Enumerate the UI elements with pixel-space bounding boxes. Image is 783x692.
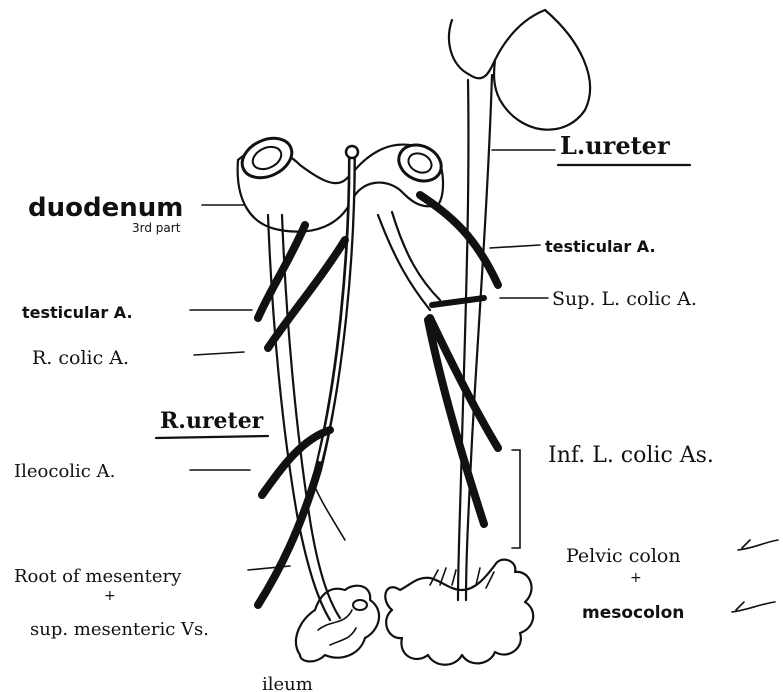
label-plus-1: +	[104, 588, 116, 604]
label-r-ureter: R.ureter	[160, 408, 264, 434]
inf-l-colic-artery-2	[428, 320, 484, 524]
label-pelvic-colon: Pelvic colon	[566, 545, 681, 567]
label-r-colic: R. colic A.	[32, 347, 129, 369]
r-colic-artery	[268, 240, 345, 348]
sma-twig	[312, 480, 345, 540]
inferior-mesenteric-trunk-2	[392, 212, 440, 300]
label-l-ureter: L.ureter	[560, 131, 670, 160]
label-ileum: ileum	[262, 674, 313, 692]
pelvic-arrow-2	[732, 602, 775, 612]
pointer-r-colic	[194, 352, 244, 355]
inferior-mesenteric-trunk	[378, 215, 430, 310]
ileum-cut-end	[353, 600, 367, 610]
label-ileocolic: Ileocolic A.	[14, 461, 115, 482]
r-ureter-underline	[156, 436, 268, 438]
label-inf-l-colic: Inf. L. colic As.	[548, 443, 714, 468]
kidney-outline	[449, 10, 545, 78]
label-sup-l-colic: Sup. L. colic A.	[552, 288, 697, 310]
left-ureter	[458, 80, 468, 600]
pelvic-arrow-1	[738, 540, 778, 550]
label-duodenum: duodenum	[28, 193, 183, 223]
label-root-of-mesentery: Root of mesentery	[14, 566, 182, 587]
ileum-loops	[296, 586, 379, 662]
duodenum-left-opening	[236, 131, 298, 186]
label-testicular-left: testicular A.	[22, 303, 133, 322]
label-testicular-right: testicular A.	[545, 237, 656, 256]
duodenum-right-opening	[393, 138, 447, 187]
label-plus-2: +	[630, 570, 642, 586]
label-sup-mesenteric: sup. mesenteric Vs.	[30, 619, 209, 640]
label-duodenum-part: 3rd part	[132, 221, 181, 235]
sup-mesenteric-origin	[346, 146, 358, 158]
pointer-testicular-right	[490, 245, 540, 248]
inf-l-colic-bracket	[512, 450, 520, 548]
pointer-root-mesentery	[248, 566, 290, 570]
label-mesocolon: mesocolon	[582, 603, 684, 623]
kidney-lower-outline	[494, 10, 590, 130]
